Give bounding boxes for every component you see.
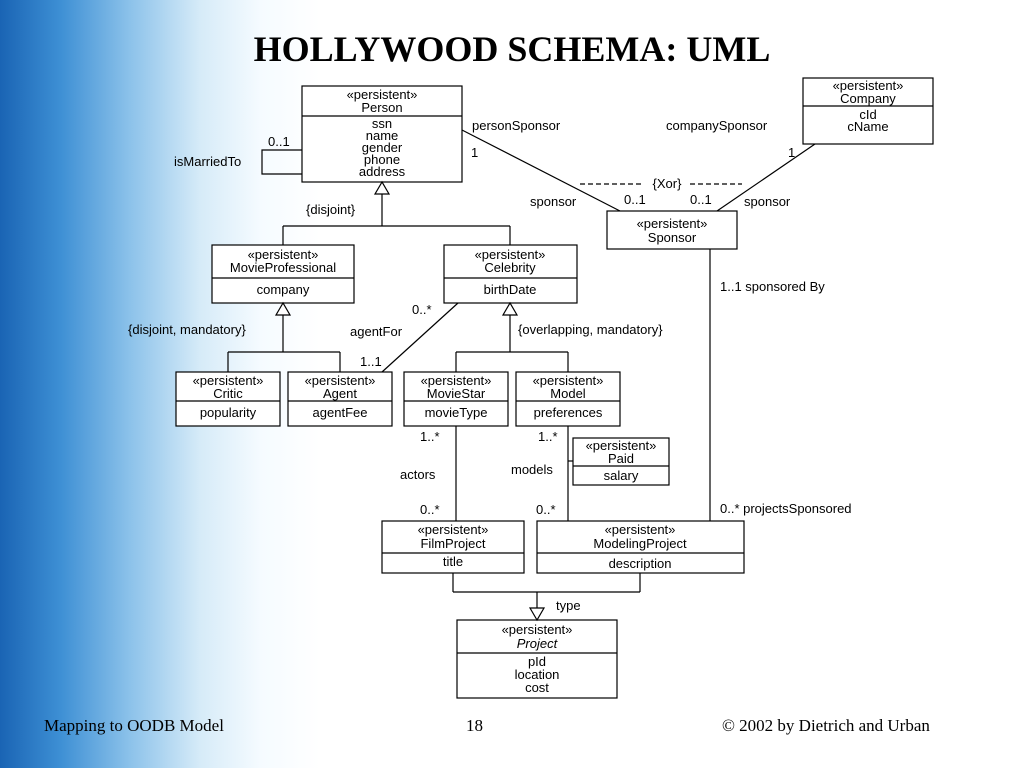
- class-company-stereotype: «persistent»: [833, 78, 904, 93]
- class-movie-professional: «persistent» MovieProfessional company: [211, 244, 355, 304]
- class-person-attr: address: [359, 164, 406, 179]
- class-movie-star-attr: movieType: [425, 405, 488, 420]
- class-company-attr: cName: [847, 119, 888, 134]
- footer-left: Mapping to OODB Model: [44, 716, 224, 735]
- class-model: «persistent» Model preferences: [515, 371, 621, 427]
- class-model-attr: preferences: [534, 405, 603, 420]
- class-paid-attr: salary: [604, 468, 639, 483]
- slide-title: HOLLYWOOD SCHEMA: UML: [253, 29, 771, 69]
- class-movie-star-stereotype: «persistent»: [421, 373, 492, 388]
- is-married-to-label: isMarriedTo: [174, 154, 241, 169]
- class-person-attr: ssn: [372, 116, 392, 131]
- is-married-to-loop: [261, 149, 302, 175]
- xor-label: {Xor}: [653, 176, 683, 191]
- models-label: models: [511, 462, 553, 477]
- agent-for-line: [381, 302, 459, 373]
- class-critic-name: Critic: [213, 386, 243, 401]
- actors-mult-top: 1..*: [420, 429, 440, 444]
- class-paid-stereotype: «persistent»: [586, 438, 657, 453]
- actors-mult-bottom: 0..*: [420, 502, 440, 517]
- class-company-attr: cId: [859, 107, 876, 122]
- class-project-attr: pId: [528, 654, 546, 669]
- disjoint-label: {disjoint}: [306, 202, 356, 217]
- class-paid: «persistent» Paid salary: [572, 437, 670, 486]
- class-project-attr: location: [515, 667, 560, 682]
- class-person: «persistent» Person ssn name gender phon…: [301, 85, 463, 183]
- generalization-arrow-project: [528, 607, 546, 622]
- class-project-stereotype: «persistent»: [502, 622, 573, 637]
- class-movie-professional-name: MovieProfessional: [230, 260, 336, 275]
- class-model-name: Model: [550, 386, 586, 401]
- class-person-name: Person: [361, 100, 402, 115]
- models-mult-top: 1..*: [538, 429, 558, 444]
- agent-for-mult-bottom: 1..1: [360, 354, 382, 369]
- class-sponsor-stereotype: «persistent»: [637, 216, 708, 231]
- person-sponsor-label: personSponsor: [472, 118, 561, 133]
- is-married-to-mult: 0..1: [268, 134, 290, 149]
- footer-copyright: © 2002 by Dietrich and Urban: [722, 716, 930, 735]
- class-agent-stereotype: «persistent»: [305, 373, 376, 388]
- class-film-project: «persistent» FilmProject title: [381, 520, 525, 574]
- class-project-attr: cost: [525, 680, 549, 695]
- class-model-stereotype: «persistent»: [533, 373, 604, 388]
- class-celebrity: «persistent» Celebrity birthDate: [443, 244, 578, 304]
- class-celebrity-stereotype: «persistent»: [475, 247, 546, 262]
- sponsor-right-label: sponsor: [744, 194, 791, 209]
- sponsor-left-label: sponsor: [530, 194, 577, 209]
- company-sponsor-label: companySponsor: [666, 118, 768, 133]
- class-celebrity-attr: birthDate: [484, 282, 537, 297]
- class-agent-name: Agent: [323, 386, 357, 401]
- company-sponsor-mult: 1: [788, 145, 795, 160]
- class-film-project-attr: title: [443, 554, 463, 569]
- class-celebrity-name: Celebrity: [484, 260, 536, 275]
- company-sponsor-line: [716, 143, 816, 212]
- class-movie-professional-stereotype: «persistent»: [248, 247, 319, 262]
- class-project-name: Project: [517, 636, 559, 651]
- generalization-arrow-movie-professional: [274, 301, 292, 316]
- generalization-arrow-celebrity: [501, 301, 519, 316]
- person-sponsor-mult: 1: [471, 145, 478, 160]
- sponsor-left-mult: 0..1: [624, 192, 646, 207]
- class-company-name: Company: [840, 91, 896, 106]
- class-film-project-name: FilmProject: [420, 536, 485, 551]
- type-label: type: [556, 598, 581, 613]
- overlapping-mandatory-label: {overlapping, mandatory}: [518, 322, 663, 337]
- person-sponsor-line: [461, 129, 621, 212]
- class-modeling-project-name: ModelingProject: [593, 536, 687, 551]
- sponsor-right-mult: 0..1: [690, 192, 712, 207]
- class-movie-star-name: MovieStar: [427, 386, 486, 401]
- class-paid-name: Paid: [608, 451, 634, 466]
- models-mult-bottom: 0..*: [536, 502, 556, 517]
- class-film-project-stereotype: «persistent»: [418, 522, 489, 537]
- class-sponsor-name: Sponsor: [648, 230, 697, 245]
- class-person-attr: name: [366, 128, 399, 143]
- class-modeling-project-stereotype: «persistent»: [605, 522, 676, 537]
- class-agent: «persistent» Agent agentFee: [287, 371, 393, 427]
- class-agent-attr: agentFee: [313, 405, 368, 420]
- class-person-stereotype: «persistent»: [347, 87, 418, 102]
- class-sponsor: «persistent» Sponsor: [606, 210, 738, 250]
- class-movie-star: «persistent» MovieStar movieType: [403, 371, 509, 427]
- footer-page-number: 18: [466, 716, 483, 735]
- class-project: «persistent» Project pId location cost: [456, 619, 618, 699]
- class-critic: «persistent» Critic popularity: [175, 371, 281, 427]
- generalization-arrow-person: [373, 180, 391, 195]
- disjoint-mandatory-label: {disjoint, mandatory}: [128, 322, 246, 337]
- class-critic-stereotype: «persistent»: [193, 373, 264, 388]
- class-movie-professional-attr: company: [257, 282, 310, 297]
- class-company: «persistent» Company cId cName: [802, 77, 934, 145]
- agent-for-mult-top: 0..*: [412, 302, 432, 317]
- class-critic-attr: popularity: [200, 405, 257, 420]
- class-modeling-project: «persistent» ModelingProject description: [536, 520, 745, 574]
- class-person-attr: gender: [362, 140, 403, 155]
- sponsored-by-label: 1..1 sponsored By: [720, 279, 825, 294]
- actors-label: actors: [400, 467, 436, 482]
- agent-for-label: agentFor: [350, 324, 403, 339]
- projects-sponsored-label: 0..* projectsSponsored: [720, 501, 852, 516]
- class-person-attr: phone: [364, 152, 400, 167]
- class-modeling-project-attr: description: [609, 556, 672, 571]
